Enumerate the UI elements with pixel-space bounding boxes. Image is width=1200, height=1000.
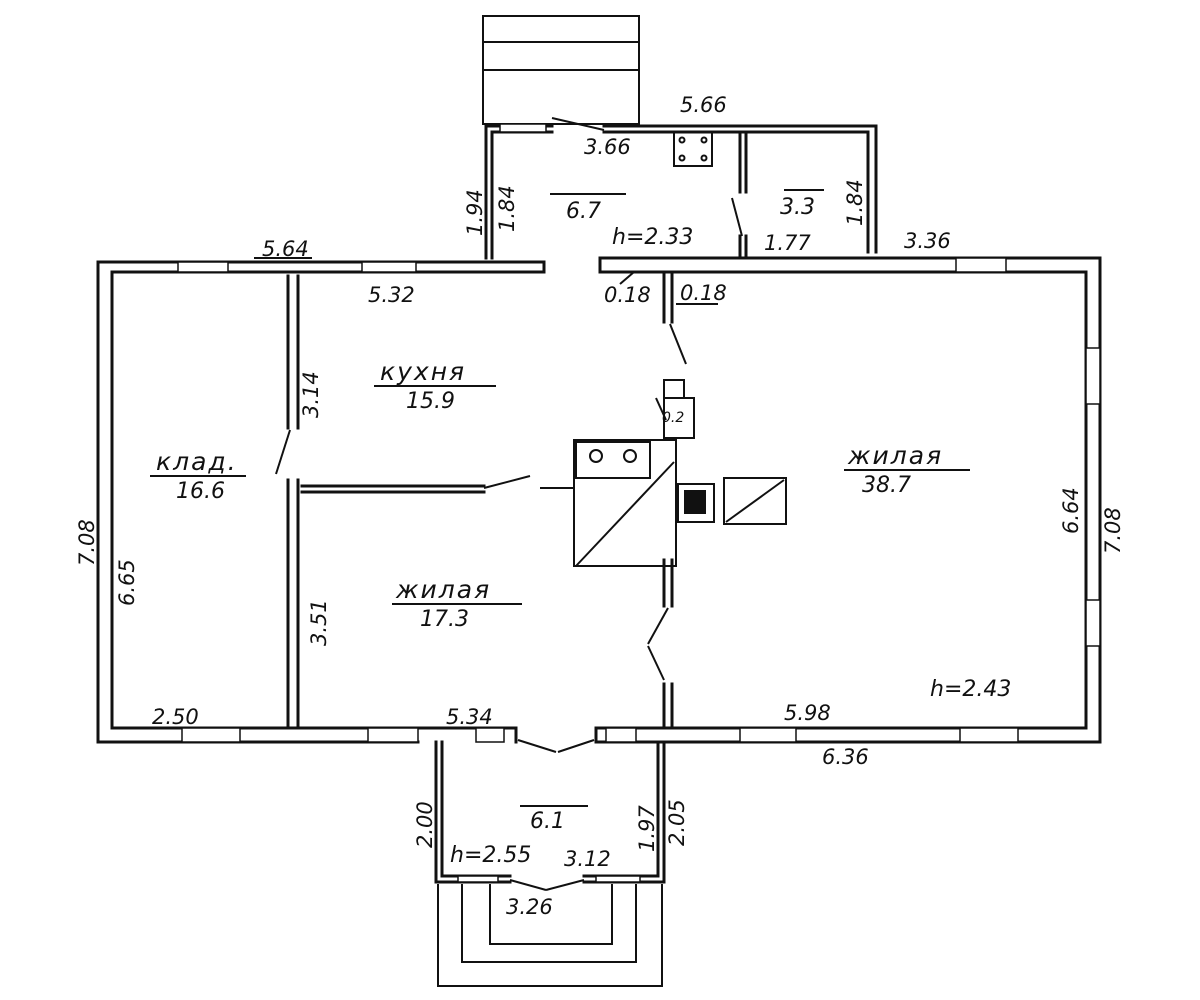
- dim-left-outer: 7.08: [75, 519, 99, 566]
- kitchen-area: 15.9: [406, 389, 455, 414]
- dim-left-inner: 6.65: [115, 559, 139, 606]
- dim-rear-right: 1.84: [843, 179, 867, 226]
- chimney-area: 0.2: [662, 410, 684, 426]
- dim-porch-outer: 3.26: [506, 895, 553, 919]
- pantry-name: клад.: [156, 447, 238, 476]
- windows: [177, 257, 1101, 743]
- living-large-area: 38.7: [862, 473, 911, 498]
- kitchen-name: кухня: [380, 357, 466, 386]
- rear-steps: [482, 15, 640, 125]
- vestibule-height: h=2.33: [612, 225, 693, 250]
- dim-top-right: 3.36: [904, 229, 951, 253]
- front-porch: [434, 740, 666, 987]
- main-stove: [573, 439, 677, 567]
- dim-partition-kitchen: 3.14: [299, 371, 323, 418]
- porch-area: 6.1: [530, 809, 565, 834]
- dim-bottom-right-inner: 5.98: [784, 701, 831, 725]
- dim-rear-left-inner: 1.84: [495, 185, 519, 232]
- interior-partitions: [275, 270, 687, 730]
- living-large-name: жилая: [847, 441, 943, 470]
- house-height: h=2.43: [930, 677, 1011, 702]
- dimensions-horizontal: 5.64 5.32 5.66 3.66 1.77 3.36 0.18 0.18 …: [152, 93, 951, 919]
- storage-area: 3.3: [780, 195, 815, 220]
- living-small-name: жилая: [395, 575, 491, 604]
- dim-rear-inner: 3.66: [584, 135, 631, 159]
- dim-bottom-left: 2.50: [152, 705, 199, 729]
- dim-porch-right-inner: 1.97: [635, 805, 659, 852]
- porch-height: h=2.55: [450, 843, 531, 868]
- dim-rear-left-outer: 1.94: [463, 189, 487, 236]
- dim-rear-bottom-right: 1.77: [764, 231, 811, 255]
- dim-bottom-right-outer: 6.36: [822, 745, 869, 769]
- living-small-area: 17.3: [420, 607, 469, 632]
- chimney: [655, 379, 695, 439]
- vestibule-stove: [673, 131, 713, 167]
- dim-partition-living: 3.51: [307, 599, 331, 646]
- dim-wall-a: 0.18: [604, 283, 651, 307]
- dim-right-outer: 7.08: [1101, 507, 1125, 554]
- dimensions-vertical: 1.94 1.84 1.84 3.14 7.08 6.65 3.51 6.64 …: [75, 179, 1125, 852]
- dim-rear-top: 5.66: [680, 93, 727, 117]
- dim-porch-left: 2.00: [413, 801, 437, 848]
- dim-porch-inner: 3.12: [564, 847, 611, 871]
- pantry-area: 16.6: [176, 479, 225, 504]
- dim-porch-right-outer: 2.05: [665, 799, 689, 846]
- dim-top-left-inner: 5.32: [368, 283, 415, 307]
- dim-wall-b: 0.18: [680, 281, 727, 305]
- vestibule-area: 6.7: [566, 199, 601, 224]
- dim-right-inner: 6.64: [1059, 487, 1083, 534]
- room-labels: клад. 16.6 кухня 15.9 жилая 17.3 жилая 3…: [150, 189, 1011, 868]
- boiler-unit: [677, 477, 787, 525]
- dim-bottom-mid: 5.34: [446, 705, 493, 729]
